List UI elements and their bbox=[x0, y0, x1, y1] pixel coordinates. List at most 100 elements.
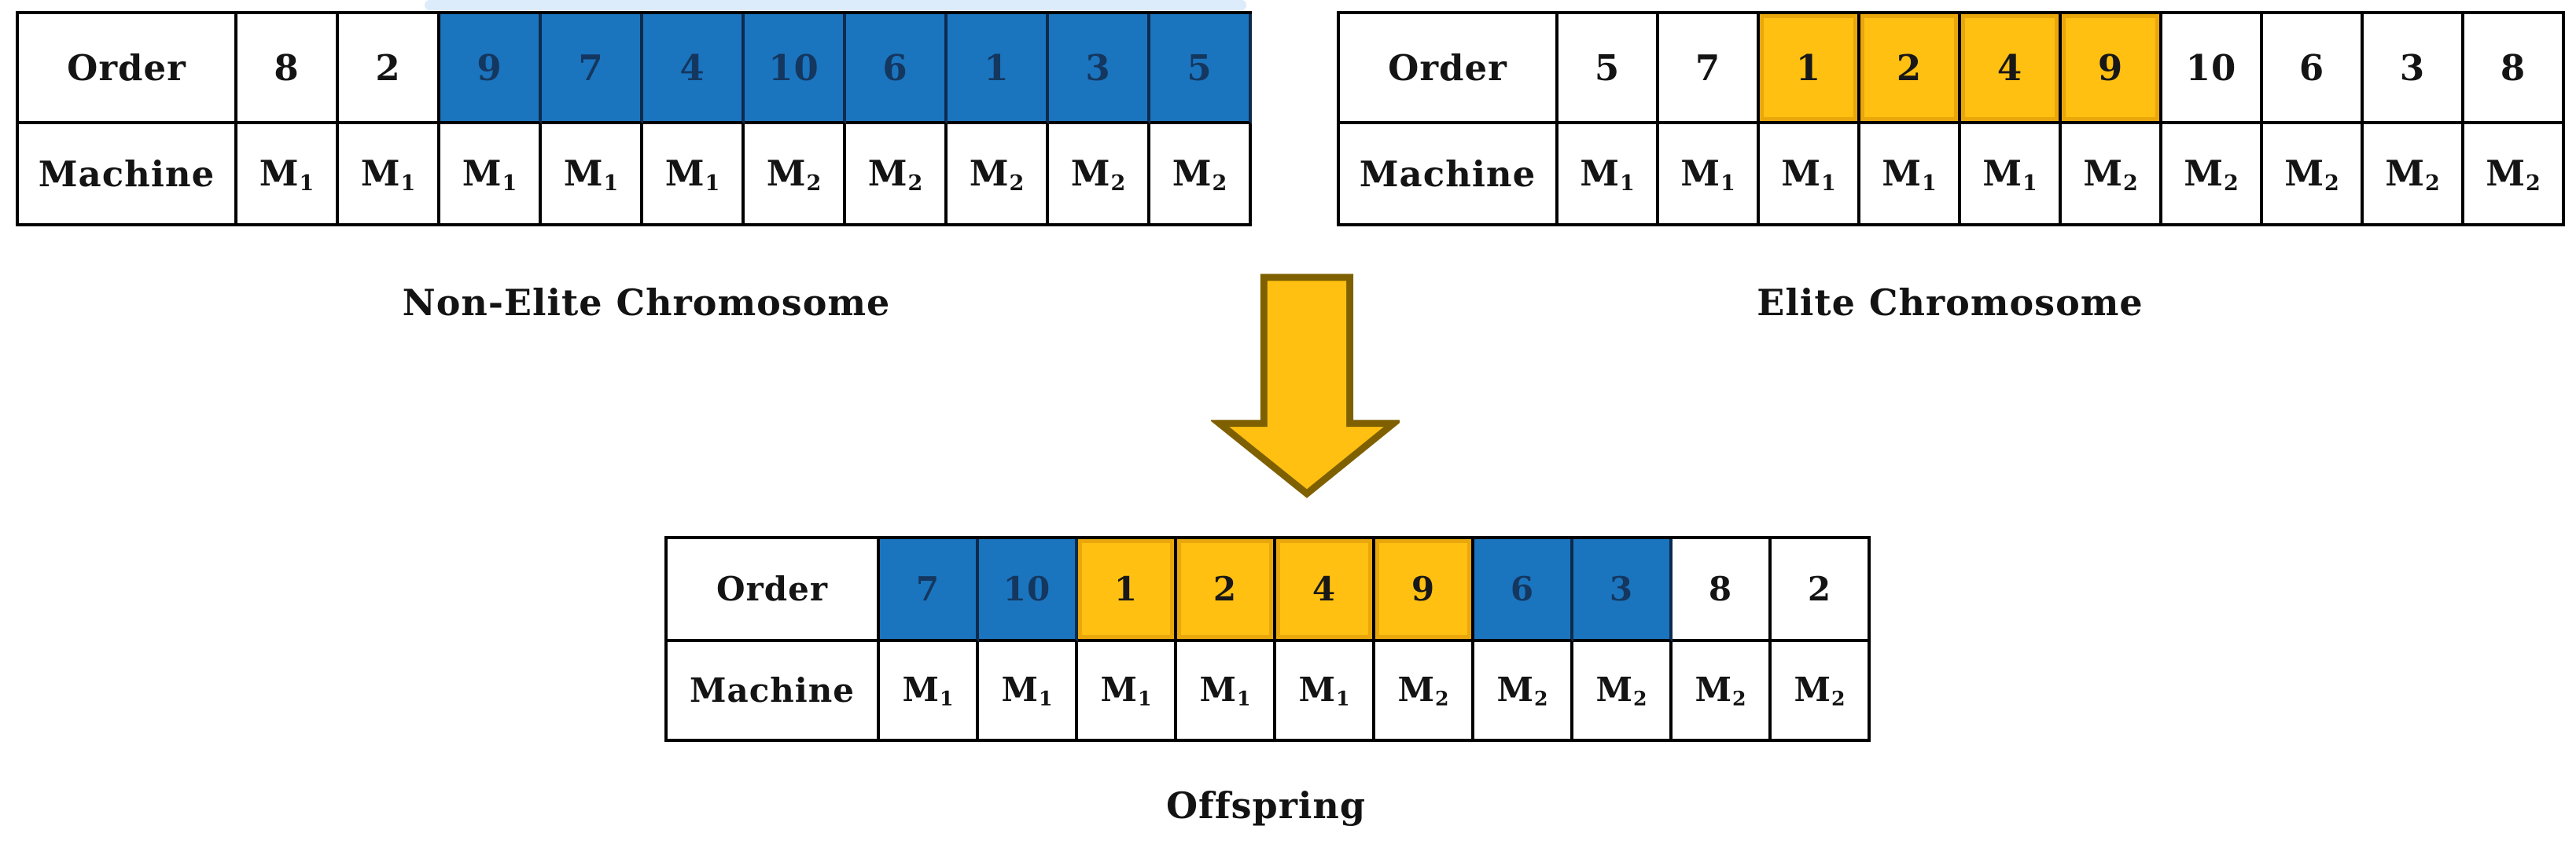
machine-cell: M1 bbox=[440, 124, 542, 226]
machine-subscript: 1 bbox=[1720, 171, 1735, 196]
machine-subscript: 1 bbox=[1137, 686, 1152, 710]
machine-cell: M1 bbox=[1860, 124, 1961, 226]
machine-subscript: 1 bbox=[2022, 171, 2037, 196]
machine-label: M bbox=[462, 152, 502, 194]
machine-cell: M1 bbox=[542, 124, 643, 226]
machine-subscript: 2 bbox=[2526, 171, 2541, 196]
machine-cell: M2 bbox=[745, 124, 846, 226]
machine-subscript: 1 bbox=[1620, 171, 1635, 196]
row-header-machine: Machine bbox=[1340, 124, 1558, 226]
machine-label: M bbox=[766, 152, 807, 194]
machine-subscript: 2 bbox=[1731, 686, 1746, 710]
machine-cell: M2 bbox=[948, 124, 1049, 226]
order-cell: 10 bbox=[745, 14, 846, 124]
machine-label: M bbox=[1595, 670, 1633, 710]
machine-label: M bbox=[1100, 670, 1138, 710]
order-cell: 2 bbox=[1772, 539, 1871, 642]
offspring-chromosome-table: Order 7 10 1 2 4 9 6 3 8 2 Machine M1 M1… bbox=[664, 536, 1871, 742]
order-cell: 9 bbox=[440, 14, 542, 124]
order-cell: 8 bbox=[2464, 14, 2565, 124]
machine-subscript: 1 bbox=[400, 171, 416, 196]
row-header-order: Order bbox=[19, 14, 237, 124]
machine-cell: M2 bbox=[1474, 642, 1573, 742]
machine-subscript: 1 bbox=[939, 686, 954, 710]
machine-label: M bbox=[867, 152, 908, 194]
machine-cell: M2 bbox=[1673, 642, 1772, 742]
order-cell: 2 bbox=[1860, 14, 1961, 124]
machine-cell: M1 bbox=[1760, 124, 1860, 226]
machine-subscript: 1 bbox=[705, 171, 720, 196]
machine-subscript: 2 bbox=[2425, 171, 2440, 196]
machine-subscript: 2 bbox=[1434, 686, 1449, 710]
machine-subscript: 1 bbox=[1038, 686, 1053, 710]
machine-label: M bbox=[1882, 152, 1922, 194]
row-header-machine: Machine bbox=[19, 124, 237, 226]
machine-subscript: 2 bbox=[806, 171, 822, 196]
machine-subscript: 2 bbox=[1110, 171, 1126, 196]
machine-cell: M1 bbox=[979, 642, 1078, 742]
elite-chromosome-caption: Elite Chromosome bbox=[1757, 281, 2144, 324]
machine-cell: M1 bbox=[880, 642, 979, 742]
machine-cell: M2 bbox=[2263, 124, 2364, 226]
machine-subscript: 2 bbox=[2123, 171, 2138, 196]
offspring-caption: Offspring bbox=[1165, 784, 1367, 827]
order-cell: 4 bbox=[1276, 539, 1375, 642]
machine-subscript: 2 bbox=[1831, 686, 1846, 710]
machine-label: M bbox=[2486, 152, 2526, 194]
machine-subscript: 1 bbox=[1821, 171, 1836, 196]
machine-label: M bbox=[902, 670, 940, 710]
machine-subscript: 2 bbox=[2324, 171, 2339, 196]
machine-label: M bbox=[1680, 152, 1720, 194]
non-elite-chromosome-caption: Non-Elite Chromosome bbox=[402, 281, 891, 324]
machine-cell: M1 bbox=[1276, 642, 1375, 742]
machine-subscript: 2 bbox=[1212, 171, 1227, 196]
machine-label: M bbox=[2385, 152, 2425, 194]
machine-subscript: 2 bbox=[907, 171, 923, 196]
machine-label: M bbox=[969, 152, 1010, 194]
machine-subscript: 2 bbox=[1533, 686, 1548, 710]
machine-label: M bbox=[2184, 152, 2224, 194]
machine-label: M bbox=[1580, 152, 1620, 194]
order-cell: 10 bbox=[2162, 14, 2263, 124]
machine-label: M bbox=[1982, 152, 2022, 194]
machine-label: M bbox=[2284, 152, 2324, 194]
machine-subscript: 2 bbox=[2224, 171, 2239, 196]
elite-chromosome-table: Order 5 7 1 2 4 9 10 6 3 8 Machine M1 M1… bbox=[1337, 11, 2565, 226]
machine-label: M bbox=[259, 152, 300, 194]
machine-cell: M2 bbox=[1772, 642, 1871, 742]
order-cell: 10 bbox=[979, 539, 1078, 642]
row-header-machine: Machine bbox=[668, 642, 880, 742]
machine-subscript: 1 bbox=[1922, 171, 1937, 196]
machine-label: M bbox=[1070, 152, 1111, 194]
order-cell: 1 bbox=[1078, 539, 1177, 642]
machine-label: M bbox=[1695, 670, 1732, 710]
machine-label: M bbox=[1397, 670, 1435, 710]
machine-subscript: 1 bbox=[1335, 686, 1350, 710]
machine-cell: M1 bbox=[339, 124, 440, 226]
machine-subscript: 1 bbox=[603, 171, 619, 196]
machine-label: M bbox=[360, 152, 401, 194]
machine-cell: M1 bbox=[1558, 124, 1659, 226]
machine-subscript: 2 bbox=[1009, 171, 1025, 196]
order-cell: 6 bbox=[1474, 539, 1573, 642]
machine-cell: M2 bbox=[1573, 642, 1673, 742]
order-cell: 3 bbox=[1573, 539, 1673, 642]
machine-cell: M2 bbox=[2364, 124, 2464, 226]
machine-cell: M1 bbox=[643, 124, 745, 226]
machine-cell: M1 bbox=[237, 124, 339, 226]
order-cell: 8 bbox=[237, 14, 339, 124]
machine-label: M bbox=[1172, 152, 1213, 194]
machine-cell: M2 bbox=[2464, 124, 2565, 226]
order-cell: 1 bbox=[1760, 14, 1860, 124]
machine-cell: M1 bbox=[1961, 124, 2062, 226]
order-cell: 7 bbox=[542, 14, 643, 124]
machine-subscript: 1 bbox=[502, 171, 517, 196]
order-cell: 9 bbox=[2062, 14, 2162, 124]
down-arrow-icon bbox=[1211, 273, 1400, 498]
machine-subscript: 2 bbox=[1632, 686, 1647, 710]
order-cell: 2 bbox=[339, 14, 440, 124]
machine-cell: M2 bbox=[1150, 124, 1252, 226]
row-header-order: Order bbox=[668, 539, 880, 642]
row-header-order: Order bbox=[1340, 14, 1558, 124]
machine-label: M bbox=[1781, 152, 1821, 194]
